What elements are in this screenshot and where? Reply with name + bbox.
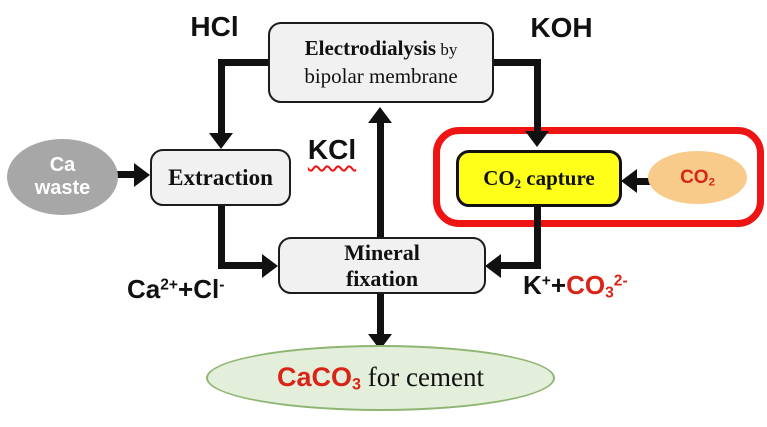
- arrow-hcl-head-icon: [209, 133, 233, 149]
- arrow-capture-mineral-head-icon: [485, 254, 501, 278]
- co2-source-label: CO2: [680, 167, 715, 189]
- label-kcl: KCl: [307, 134, 357, 165]
- label-k-co3-ions: K++CO32-: [523, 270, 628, 302]
- arrow-hcl-horizontal-segment: [218, 59, 271, 66]
- arrow-cawaste-extraction-segment: [116, 171, 136, 178]
- arrow-capture-mineral-horizontal-segment: [500, 262, 541, 269]
- co2-capture-rest: capture: [521, 165, 595, 190]
- plus-sign: +: [550, 270, 567, 300]
- mineral-fixation-line2: fixation: [345, 265, 419, 291]
- k-ion-base: K: [523, 270, 542, 300]
- co2-capture-formula: CO: [483, 165, 515, 190]
- electrodialysis-title: Electrodialysis: [304, 36, 437, 60]
- electrodialysis-line2: bipolar membrane: [304, 64, 458, 88]
- arrow-hcl-vertical-segment: [218, 59, 225, 135]
- node-co2-source: CO2: [648, 151, 747, 204]
- node-mineral-fixation: Mineral fixation: [278, 237, 486, 294]
- k-ion-superscript: +: [541, 272, 551, 290]
- arrow-koh-vertical-segment: [534, 59, 541, 133]
- co3-ion: CO32-: [566, 270, 628, 302]
- co3-ion-subscript: 3: [605, 284, 614, 302]
- arrow-extraction-mineral-horizontal-segment: [221, 262, 264, 269]
- node-co2-capture: CO2 capture: [456, 150, 622, 207]
- ca-waste-line1: Ca: [49, 154, 76, 176]
- arrow-extraction-mineral-head-icon: [262, 254, 278, 278]
- caco3-formula-base: CaCO: [277, 361, 353, 392]
- arrow-koh-horizontal-segment: [491, 59, 541, 66]
- node-electrodialysis: Electrodialysis by bipolar membrane: [268, 22, 494, 103]
- caco3-subscript: 3: [352, 375, 362, 394]
- label-koh: KOH: [530, 12, 593, 43]
- cl-ion-base: +Cl: [178, 274, 220, 304]
- arrow-extraction-mineral-vertical-segment: [218, 206, 225, 269]
- arrow-kcl-vertical-segment: [377, 121, 384, 237]
- co2-capture-highlight-frame: [433, 127, 764, 227]
- caco3-formula: CaCO3: [277, 361, 362, 394]
- label-hcl: HCl: [190, 11, 239, 42]
- arrow-co2-capture-head-icon: [621, 169, 637, 193]
- ca-waste-line2: waste: [34, 177, 91, 199]
- node-extraction: Extraction: [150, 149, 291, 206]
- arrow-capture-mineral-vertical-segment: [534, 207, 541, 269]
- co2-capture-label: CO2 capture: [483, 166, 594, 192]
- arrow-co2-capture-segment: [636, 178, 650, 185]
- arrow-koh-head-icon: [525, 131, 549, 147]
- co3-ion-base: CO: [566, 270, 606, 300]
- node-ca-waste: Ca waste: [7, 139, 118, 215]
- arrow-cawaste-extraction-head-icon: [134, 163, 150, 187]
- ca-ion-base: Ca: [127, 274, 161, 304]
- electrodialysis-by: by: [436, 40, 458, 59]
- extraction-label: Extraction: [168, 164, 273, 190]
- node-caco3-cement: CaCO3 for cement: [206, 345, 555, 411]
- caco3-rest: for cement: [361, 361, 484, 392]
- co2-source-subscript: 2: [708, 176, 715, 188]
- electrodialysis-line1: Electrodialysis by: [305, 35, 458, 63]
- co2-capture-subscript: 2: [514, 176, 522, 191]
- label-ca-cl-ions: Ca2++Cl-: [127, 274, 224, 305]
- co3-ion-superscript: 2-: [613, 272, 628, 290]
- caco3-label: CaCO3 for cement: [277, 362, 484, 395]
- cl-ion-superscript: -: [219, 276, 225, 294]
- mineral-fixation-line1: Mineral: [344, 239, 420, 265]
- arrow-mineral-caco3-segment: [377, 294, 384, 335]
- arrow-kcl-head-icon: [368, 107, 392, 123]
- co2-source-formula: CO: [680, 166, 709, 188]
- ca-ion-superscript: 2+: [160, 276, 179, 294]
